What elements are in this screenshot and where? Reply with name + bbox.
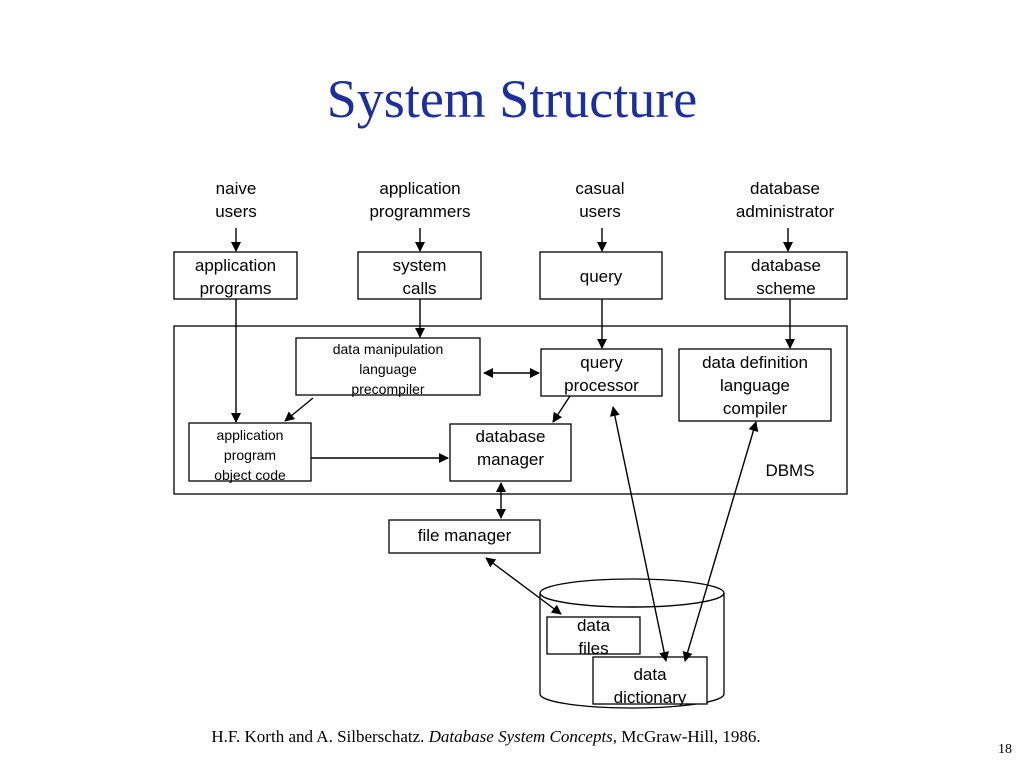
- query-processor-box: [540, 348, 663, 397]
- database-manager-box: [449, 423, 572, 482]
- database-scheme-box: [724, 251, 848, 300]
- query-label: query: [579, 267, 623, 286]
- system-calls-box: [357, 251, 482, 300]
- citation-authors: H.F. Korth and A. Silberschatz.: [211, 727, 425, 746]
- query-box: [539, 251, 663, 300]
- dml-precompiler-box: [295, 337, 481, 396]
- ddl-compiler-box: [678, 348, 832, 422]
- dbms-label: DBMS: [765, 461, 815, 480]
- page-number: 18: [998, 742, 1012, 757]
- object-code-box: [188, 422, 312, 482]
- citation: H.F. Korth and A. Silberschatz. Database…: [0, 727, 972, 747]
- file-manager-label: file manager: [417, 526, 512, 545]
- data-dictionary-box: [592, 656, 708, 705]
- file-manager-box: [388, 519, 541, 554]
- citation-publisher: , McGraw-Hill, 1986.: [612, 727, 761, 746]
- citation-book-title: Database System Concepts: [428, 727, 613, 746]
- slide-title: System Structure: [326, 69, 698, 129]
- application-programs-box: [173, 251, 298, 300]
